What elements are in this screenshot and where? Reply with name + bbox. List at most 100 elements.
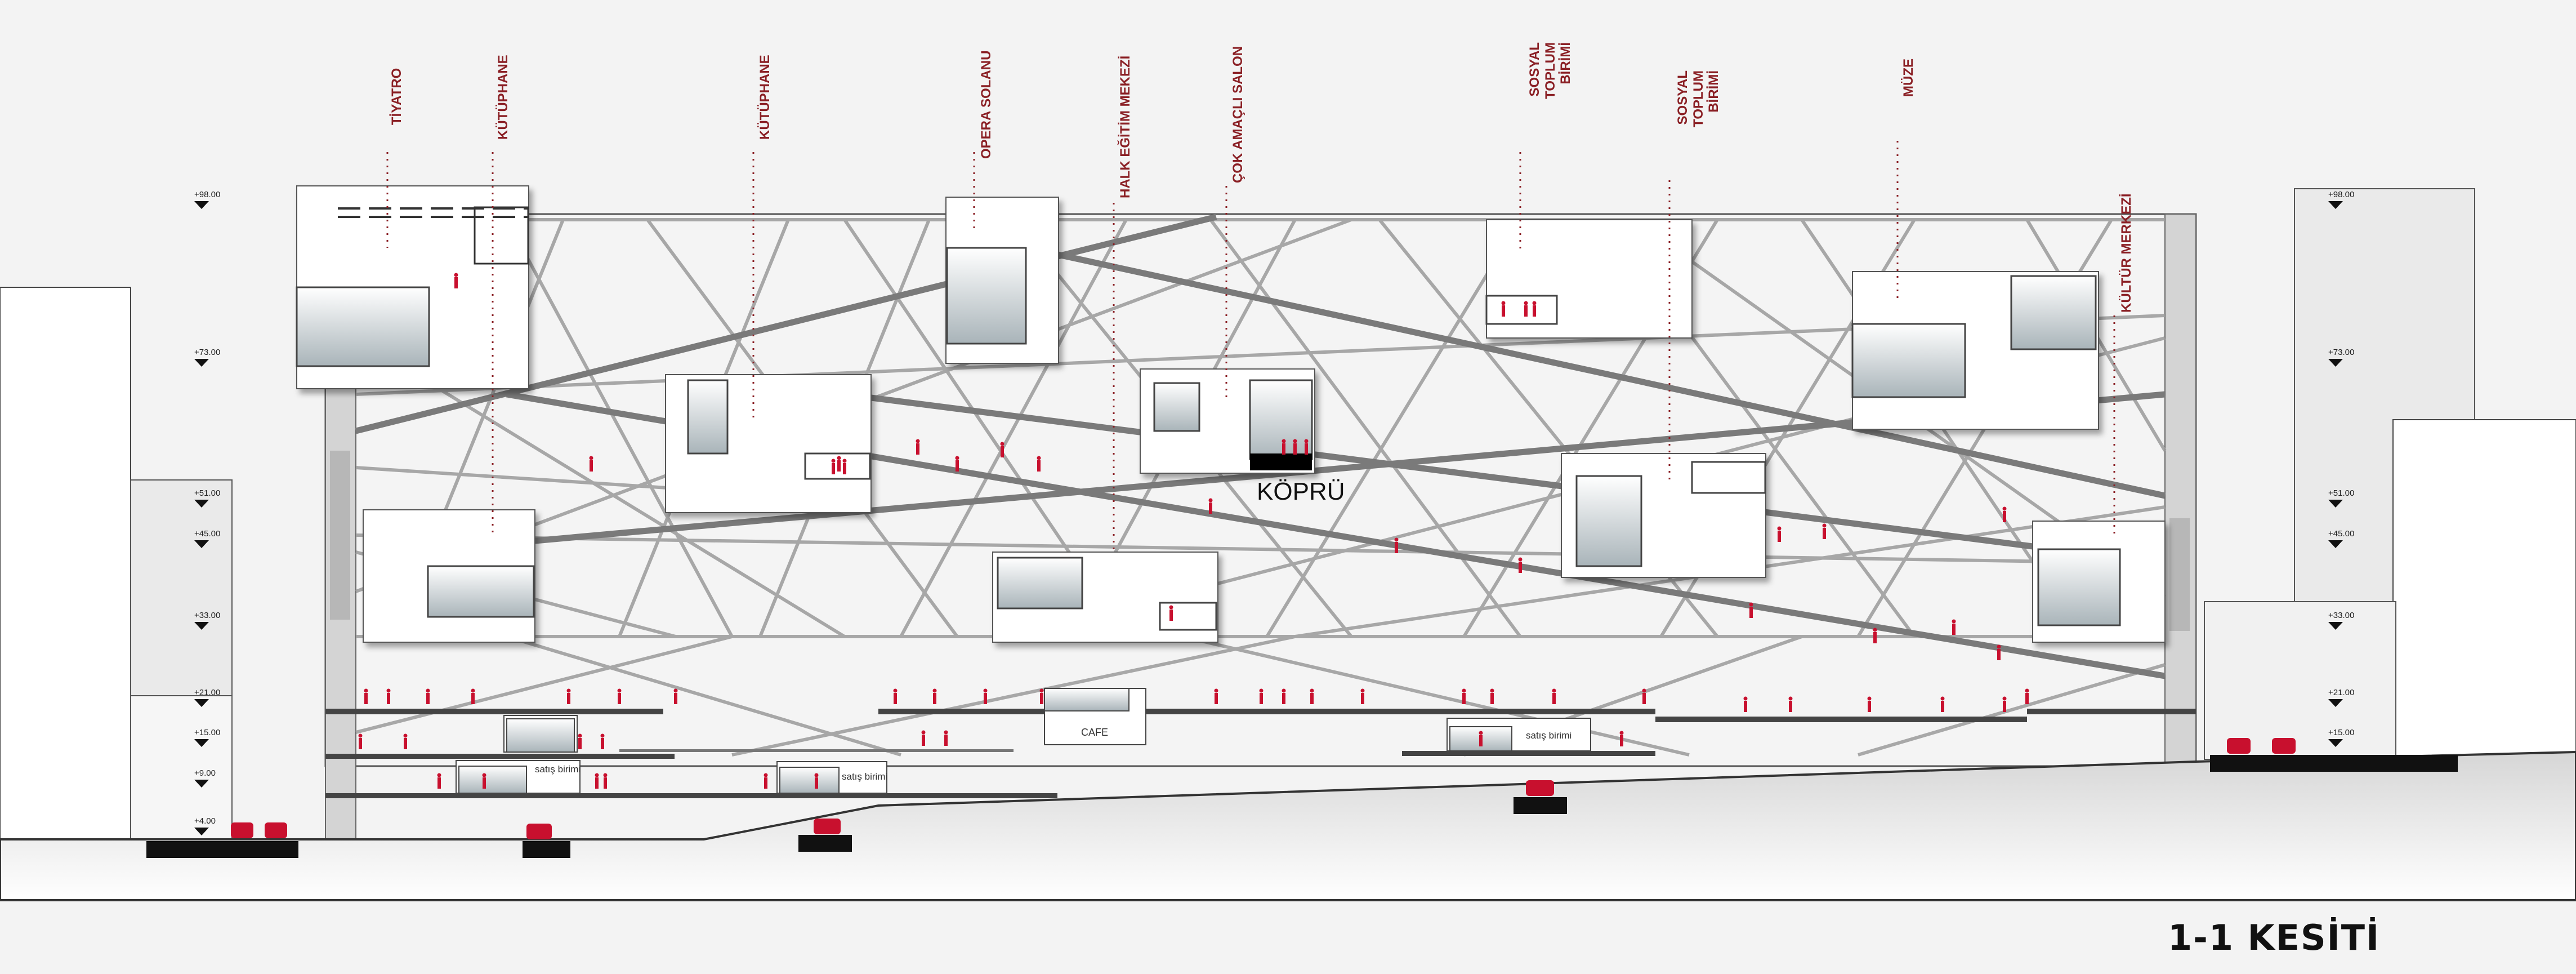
figure-head bbox=[1169, 605, 1173, 610]
figure-body bbox=[1310, 693, 1314, 704]
figure-head bbox=[1518, 557, 1523, 562]
figure-body bbox=[1952, 624, 1956, 635]
level-value: +51.00 bbox=[194, 488, 221, 498]
figure-body bbox=[604, 777, 607, 789]
figure-body bbox=[1040, 693, 1043, 704]
level-marker: +45.00 bbox=[2328, 530, 2354, 548]
level-triangle-icon bbox=[194, 500, 209, 508]
level-value: +98.00 bbox=[194, 190, 221, 199]
figure-head bbox=[1940, 696, 1945, 701]
bridge-label: KÖPRÜ bbox=[1257, 478, 1345, 505]
figure-head bbox=[814, 773, 819, 777]
figure-body bbox=[984, 693, 987, 704]
retail-glazing bbox=[458, 688, 1512, 794]
figure-head bbox=[1642, 688, 1646, 693]
level-marker: +45.00 bbox=[194, 530, 220, 548]
figure-body bbox=[1941, 701, 1944, 712]
neighbour-buildings-right bbox=[2204, 188, 2576, 760]
figure-body bbox=[1305, 443, 1308, 455]
figure-body bbox=[944, 735, 948, 746]
figure-body bbox=[674, 693, 677, 704]
figure-head bbox=[471, 688, 475, 693]
level-triangle-icon bbox=[2328, 622, 2343, 630]
neighbour-buildings-left bbox=[0, 287, 233, 843]
figure-body bbox=[567, 693, 570, 704]
figure-head bbox=[983, 688, 988, 693]
label-opera: OPERA SOLANU bbox=[979, 50, 994, 159]
label-sosyal-2: SOSYAL TOPLUM BİRİMİ bbox=[1675, 70, 1722, 127]
figure-body bbox=[1395, 542, 1398, 553]
level-value: +51.00 bbox=[2328, 488, 2355, 498]
figure-body bbox=[1037, 460, 1041, 472]
figure-head bbox=[764, 773, 768, 777]
figure-head bbox=[1873, 628, 1877, 632]
figure-body bbox=[1552, 693, 1556, 704]
figure-body bbox=[894, 693, 897, 704]
figure-body bbox=[618, 693, 621, 704]
level-triangle-icon bbox=[2328, 201, 2343, 209]
bridge bbox=[1250, 453, 1312, 470]
level-value: +45.00 bbox=[2328, 529, 2355, 539]
figure-head bbox=[1788, 696, 1793, 701]
figure-body bbox=[1620, 735, 1623, 746]
figure-body bbox=[832, 463, 835, 474]
figure-body bbox=[1490, 693, 1494, 704]
figure-head bbox=[482, 773, 486, 777]
figure-body bbox=[1215, 693, 1218, 704]
figure-head bbox=[2025, 688, 2029, 693]
figure-head bbox=[578, 733, 582, 738]
figure-head bbox=[1360, 688, 1365, 693]
figure-head bbox=[1394, 537, 1399, 542]
level-triangle-icon bbox=[194, 739, 209, 747]
level-triangle-icon bbox=[194, 540, 209, 548]
figure-head bbox=[1304, 439, 1309, 443]
figure-head bbox=[2002, 506, 2007, 511]
figure-head bbox=[1490, 688, 1494, 693]
level-marker: +73.00 bbox=[194, 348, 220, 367]
figure-head bbox=[1282, 688, 1286, 693]
figure-head bbox=[358, 733, 363, 738]
figure-head bbox=[403, 733, 408, 738]
figure-head bbox=[1259, 688, 1264, 693]
figure-head bbox=[1282, 439, 1286, 443]
figure-body bbox=[1749, 607, 1753, 618]
figure-head bbox=[1039, 688, 1044, 693]
figure-head bbox=[454, 273, 458, 277]
level-value: +4.00 bbox=[194, 816, 216, 826]
room-label-satis: satış birimi bbox=[842, 771, 888, 782]
figure-head bbox=[437, 773, 441, 777]
level-marker: +73.00 bbox=[2328, 348, 2354, 367]
figure-head bbox=[921, 730, 926, 735]
figure-head bbox=[1037, 456, 1041, 460]
level-marker: +21.00 bbox=[2328, 688, 2354, 707]
figure-body bbox=[2003, 701, 2006, 712]
level-value: +73.00 bbox=[194, 348, 221, 357]
figure-body bbox=[1744, 701, 1747, 712]
label-muze: MÜZE bbox=[1901, 59, 1916, 97]
car-icons bbox=[231, 738, 2296, 839]
figure-head bbox=[842, 459, 847, 463]
level-triangle-icon bbox=[2328, 699, 2343, 707]
figure-body bbox=[1479, 735, 1483, 746]
figure-head bbox=[955, 456, 959, 460]
level-value: +33.00 bbox=[194, 611, 221, 620]
level-triangle-icon bbox=[2328, 540, 2343, 548]
label-sosyal-1: SOSYAL TOPLUM BİRİMİ bbox=[1527, 42, 1574, 99]
level-value: +9.00 bbox=[194, 768, 216, 778]
figure-head bbox=[831, 459, 836, 463]
level-marker: +51.00 bbox=[2328, 489, 2354, 508]
figure-head bbox=[1462, 688, 1466, 693]
figure-head bbox=[1619, 731, 1624, 735]
figure-body bbox=[815, 777, 818, 789]
figure-body bbox=[837, 460, 841, 472]
figure-head bbox=[1000, 442, 1004, 446]
figure-body bbox=[387, 693, 390, 704]
figure-body bbox=[1361, 693, 1364, 704]
figure-body bbox=[956, 460, 959, 472]
figure-body bbox=[843, 463, 846, 474]
figure-head bbox=[566, 688, 571, 693]
figure-body bbox=[1823, 528, 1826, 539]
drawing-title: 1-1 KESİTİ bbox=[2168, 917, 2381, 958]
figure-body bbox=[578, 738, 582, 749]
